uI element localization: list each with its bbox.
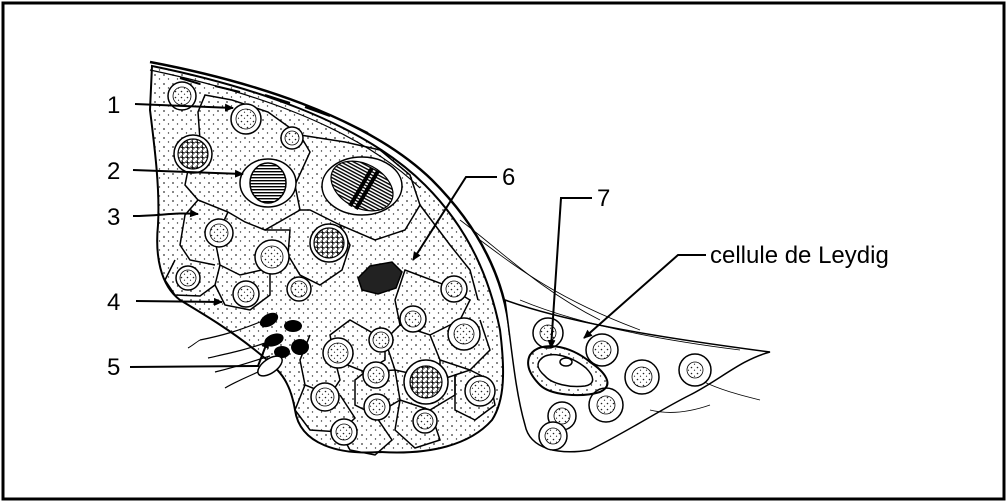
label-3: 3: [107, 204, 120, 231]
seminiferous-tubule: [150, 62, 510, 455]
label-7: 7: [597, 185, 610, 212]
label-1: 1: [107, 92, 120, 119]
label-6: 6: [502, 164, 515, 191]
label-leydig-cell: cellule de Leydig: [710, 242, 889, 269]
dividing-cell: [240, 159, 296, 207]
label-4: 4: [107, 289, 120, 316]
label-5: 5: [107, 354, 120, 381]
label-2: 2: [107, 158, 120, 185]
